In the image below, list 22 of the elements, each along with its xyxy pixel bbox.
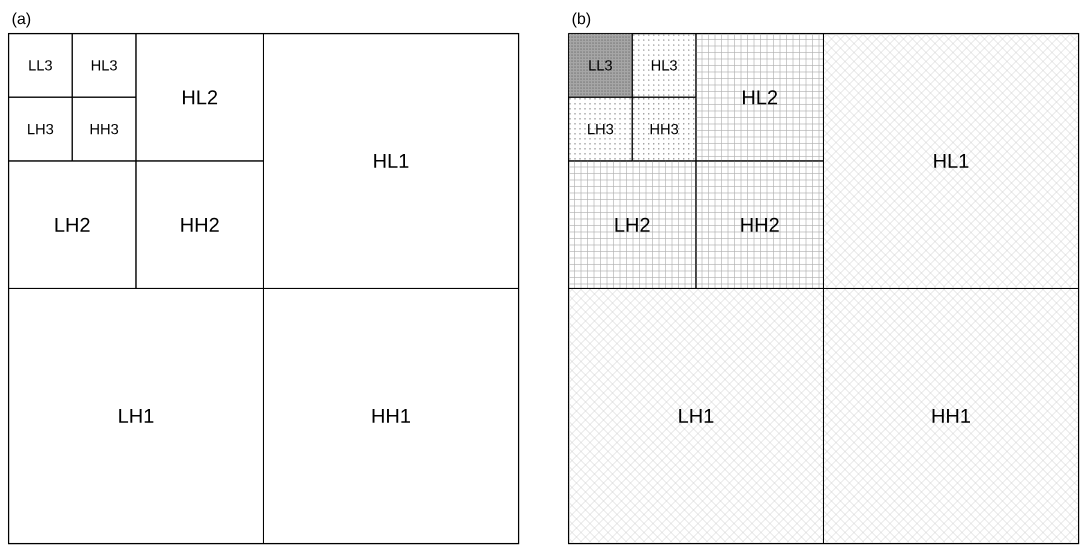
subband-cell: HH3 <box>631 96 697 162</box>
panel-heading: (a) <box>12 12 31 28</box>
subband-cell: HL1 <box>263 33 519 289</box>
subband-cell: HL1 <box>823 33 1079 289</box>
subband-cell: LH1 <box>8 288 264 544</box>
subband-cell: LL3 <box>568 33 633 98</box>
subband-cell: HH2 <box>135 160 264 289</box>
subband-cell: HH2 <box>695 160 824 289</box>
subband-cell: HH1 <box>263 288 519 544</box>
subband-cell: LH3 <box>8 96 73 162</box>
subband-cell: LH3 <box>568 96 633 162</box>
subband-cell: LH1 <box>568 288 824 544</box>
subband-cell: HL3 <box>71 33 137 98</box>
subband-cell: LH2 <box>567 160 697 289</box>
subband-cell: LH2 <box>8 160 137 289</box>
subband-cell: HL2 <box>695 32 824 162</box>
subband-cell: HL3 <box>631 33 697 98</box>
subband-cell: LL3 <box>8 33 73 98</box>
panel-heading: (b) <box>572 12 591 28</box>
subband-cell: HH1 <box>823 288 1079 544</box>
subband-cell: HL2 <box>135 33 264 162</box>
subband-cell: HH3 <box>71 96 137 162</box>
